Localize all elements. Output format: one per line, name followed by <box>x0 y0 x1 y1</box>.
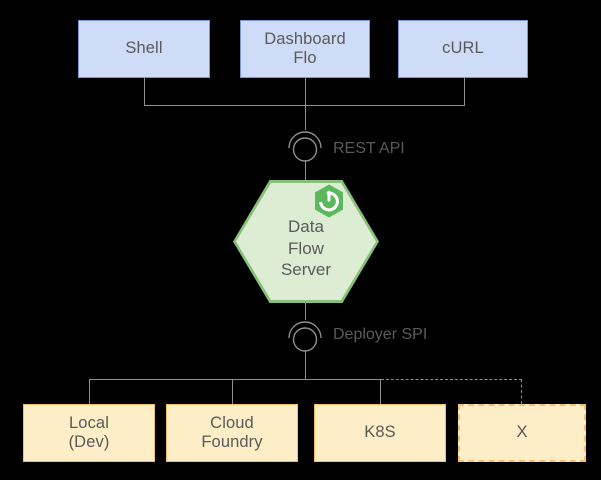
client-box-curl[interactable]: cURL <box>398 20 528 78</box>
hexagon-fill <box>236 183 376 300</box>
client-box-shell[interactable]: Shell <box>78 20 210 78</box>
deployer-label-cloud-foundry: Cloud Foundry <box>201 413 263 451</box>
connector-local-drop <box>89 379 90 404</box>
deployer-label-local: Local (Dev) <box>68 413 110 451</box>
connector-rest-api-to-server <box>305 160 306 182</box>
deployer-label-k8s: K8S <box>364 423 396 442</box>
connector-cloud-foundry-drop <box>232 379 233 404</box>
node-data-flow-server[interactable]: Data Flow Server <box>233 180 379 303</box>
deployer-box-cloud-foundry[interactable]: Cloud Foundry <box>166 404 298 462</box>
server-label-line2: Flow <box>288 238 324 258</box>
deployer-label-x: X <box>516 423 528 442</box>
connector-dashboard-drop <box>305 78 306 105</box>
connector-deployer-bus-dashed <box>381 379 522 380</box>
connector-server-to-deployer-spi <box>305 302 306 320</box>
deployer-box-x[interactable]: X <box>458 404 586 462</box>
connector-deployer-spi-drop <box>305 350 306 379</box>
connector-x-drop-dashed <box>521 379 522 404</box>
interface-label-deployer-spi: Deployer SPI <box>333 326 428 343</box>
connector-deployer-bus <box>89 379 381 380</box>
interface-label-rest-api: REST API <box>333 140 405 157</box>
server-label-group: Data Flow Server <box>233 180 379 303</box>
client-box-dashboard[interactable]: Dashboard Flo <box>240 20 370 78</box>
client-label-curl: cURL <box>442 39 484 58</box>
spring-boot-logo-icon <box>311 183 347 219</box>
client-label-shell: Shell <box>125 39 163 58</box>
connector-curl-drop <box>464 78 465 105</box>
deployer-box-local[interactable]: Local (Dev) <box>23 404 155 462</box>
server-label-line1: Data <box>288 216 324 236</box>
server-label-line3: Server <box>280 260 332 280</box>
deployer-box-k8s[interactable]: K8S <box>314 404 446 462</box>
connector-shell-drop <box>144 78 145 105</box>
connector-bus-to-rest-api <box>305 105 306 130</box>
connector-k8s-drop <box>380 379 381 404</box>
client-label-dashboard: Dashboard Flo <box>264 29 346 67</box>
connector-client-bus <box>144 105 465 106</box>
